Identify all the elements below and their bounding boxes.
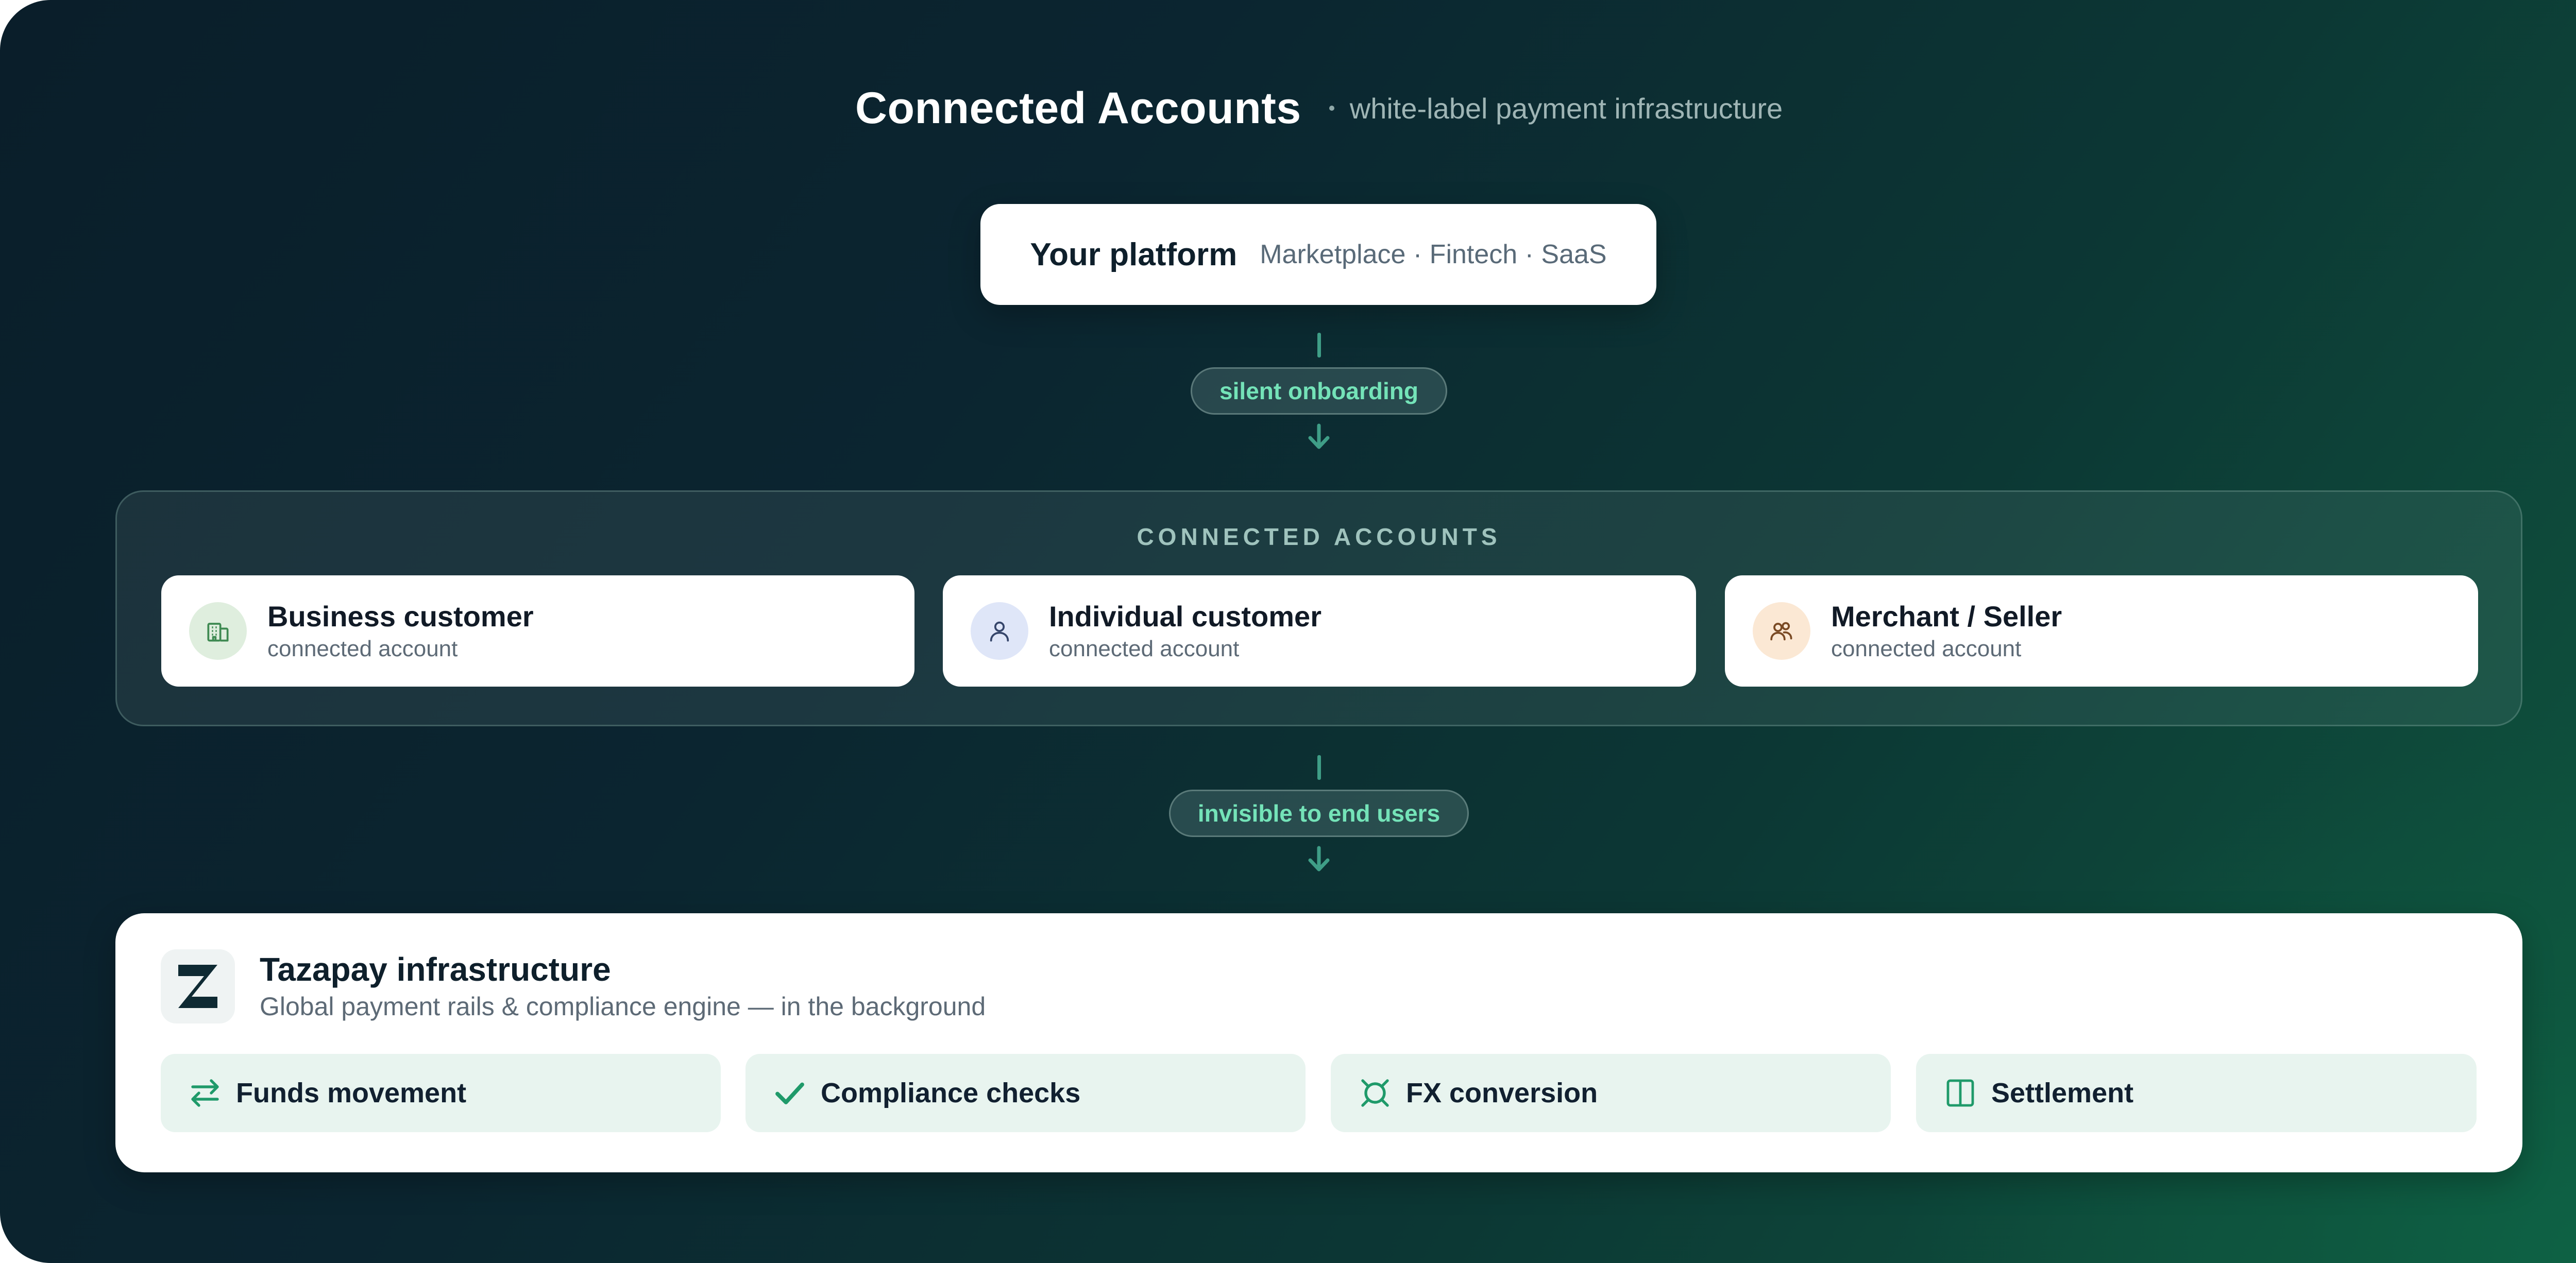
connector-line-bottom [1317, 755, 1321, 780]
connector-pill-bottom-label: invisible to end users [1197, 800, 1440, 827]
header: Connected Accounts white-label payment i… [0, 77, 2576, 139]
infrastructure-box: Tazapay infrastructure Global payment ra… [115, 913, 2522, 1172]
feature-compliance-checks[interactable]: Compliance checks [745, 1054, 1306, 1132]
account-card-business[interactable]: Business customer connected account [161, 575, 914, 687]
connector-line-top [1317, 333, 1321, 357]
connected-accounts-panel: CONNECTED ACCOUNTS Business customer con… [115, 490, 2522, 726]
building-icon [189, 602, 247, 660]
feature-label: Funds movement [236, 1078, 467, 1108]
feature-settlement[interactable]: Settlement [1916, 1054, 2477, 1132]
arrow-down-icon [1308, 423, 1330, 449]
feature-label: FX conversion [1406, 1078, 1598, 1108]
account-card-name: Merchant / Seller [1831, 600, 2062, 633]
page-subtitle-text: white-label payment infrastructure [1349, 92, 1783, 125]
check-icon [771, 1074, 808, 1112]
feature-fx-conversion[interactable]: FX conversion [1331, 1054, 1891, 1132]
feature-label: Compliance checks [821, 1078, 1081, 1108]
account-card-sub: connected account [1831, 636, 2022, 661]
account-card-name: Business customer [267, 600, 534, 633]
feature-funds-movement[interactable]: Funds movement [161, 1054, 721, 1132]
group-icon [1753, 602, 1810, 660]
account-card-sub: connected account [267, 636, 458, 661]
swap-arrows-icon [187, 1074, 224, 1112]
platform-name: Your platform [1030, 236, 1238, 272]
panel-title: CONNECTED ACCOUNTS [1137, 523, 1501, 550]
person-icon [971, 602, 1028, 660]
account-card-name: Individual customer [1049, 600, 1321, 633]
page-title: Connected Accounts [855, 83, 1301, 133]
platform-tags: Marketplace · Fintech · SaaS [1260, 240, 1607, 269]
connector-pill-bottom: invisible to end users [1169, 790, 1469, 837]
infrastructure-title: Tazapay infrastructure [260, 951, 611, 988]
currency-icon [1357, 1074, 1394, 1112]
account-card-merchant[interactable]: Merchant / Seller connected account [1725, 575, 2478, 687]
connector-pill-top: silent onboarding [1191, 367, 1447, 415]
account-card-individual[interactable]: Individual customer connected account [943, 575, 1696, 687]
separator-dot [1329, 106, 1334, 111]
page-subtitle: white-label payment infrastructure [1329, 92, 1783, 125]
account-card-sub: connected account [1049, 636, 1240, 661]
columns-icon [1942, 1074, 1979, 1112]
platform-box: Your platform Marketplace · Fintech · Sa… [980, 204, 1656, 305]
feature-label: Settlement [1991, 1078, 2134, 1108]
arrow-down-icon [1308, 846, 1330, 872]
tazapay-logo [161, 949, 235, 1023]
infrastructure-subtitle: Global payment rails & compliance engine… [260, 992, 986, 1021]
connector-pill-top-label: silent onboarding [1219, 378, 1418, 404]
